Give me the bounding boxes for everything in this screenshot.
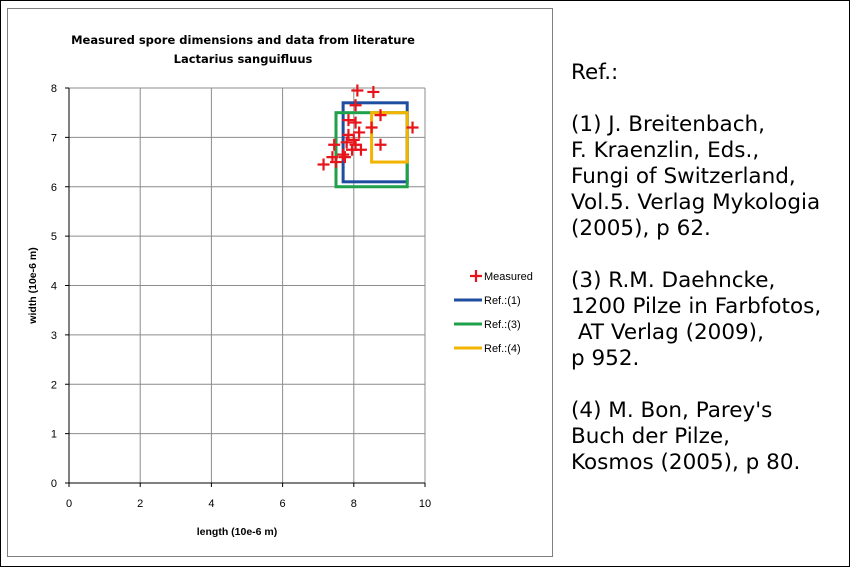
reference-3: (3) R.M. Daehncke, 1200 Pilze in Farbfot… bbox=[571, 268, 822, 371]
y-tick-label: 8 bbox=[51, 83, 57, 95]
chart-area: Measured spore dimensions and data from … bbox=[7, 8, 553, 557]
measured-point bbox=[365, 121, 378, 134]
measured-point bbox=[317, 158, 330, 171]
scatter-chart: 0 2 4 6 8 10 0 1 2 3 4 5 6 7 8 length (10e-6 m) width (1… bbox=[27, 83, 533, 538]
x-tick-label: 0 bbox=[66, 498, 72, 510]
measured-point bbox=[351, 84, 364, 97]
legend-label: Measured bbox=[484, 271, 533, 283]
x-tick-label: 10 bbox=[419, 498, 431, 510]
measured-point bbox=[338, 151, 351, 164]
reference-1: (1) J. Breitenbach, F. Kraenzlin, Eds., … bbox=[571, 112, 821, 241]
y-tick-label: 6 bbox=[51, 182, 57, 194]
measured-point bbox=[374, 138, 387, 151]
measured-point bbox=[342, 114, 355, 127]
y-tick-label: 5 bbox=[51, 231, 57, 243]
measured-point bbox=[349, 99, 362, 112]
legend-label: Ref.:(4) bbox=[484, 343, 521, 355]
ref-box bbox=[370, 111, 409, 164]
y-tick-label: 0 bbox=[51, 478, 57, 490]
measured-point bbox=[328, 138, 341, 151]
y-tick-label: 1 bbox=[51, 429, 57, 441]
x-tick-label: 8 bbox=[351, 498, 357, 510]
reference-panel: Ref.: (1) J. Breitenbach, F. Kraenzlin, … bbox=[571, 60, 841, 502]
measured-point bbox=[353, 126, 366, 139]
y-tick-label: 3 bbox=[51, 330, 57, 342]
measured-point bbox=[349, 116, 362, 129]
measured-point bbox=[337, 148, 350, 161]
y-tick-label: 7 bbox=[51, 132, 57, 144]
y-tick-label: 2 bbox=[51, 379, 57, 391]
measured-point bbox=[406, 121, 419, 134]
measured-point bbox=[354, 143, 367, 156]
measured-point bbox=[330, 156, 342, 169]
legend-marker bbox=[470, 270, 482, 282]
x-axis-label: length (10e-6 m) bbox=[197, 526, 278, 538]
y-axis-label: width (10e-6 m) bbox=[27, 247, 39, 324]
reference-header: Ref.: bbox=[571, 60, 619, 85]
y-tick-label: 4 bbox=[51, 281, 57, 293]
measured-point bbox=[367, 85, 380, 98]
chart-subtitle: Lactarius sanguifluus bbox=[173, 52, 313, 66]
reference-4: (4) M. Bon, Parey's Buch der Pilze, Kosm… bbox=[571, 398, 801, 475]
legend-label: Ref.:(1) bbox=[484, 295, 521, 307]
chart-title: Measured spore dimensions and data from … bbox=[71, 33, 415, 47]
x-tick-label: 2 bbox=[137, 498, 143, 510]
measured-point bbox=[374, 109, 387, 122]
legend-label: Ref.:(3) bbox=[484, 319, 521, 331]
x-tick-label: 6 bbox=[280, 498, 286, 510]
measured-point bbox=[340, 136, 353, 149]
x-tick-label: 4 bbox=[208, 498, 214, 510]
